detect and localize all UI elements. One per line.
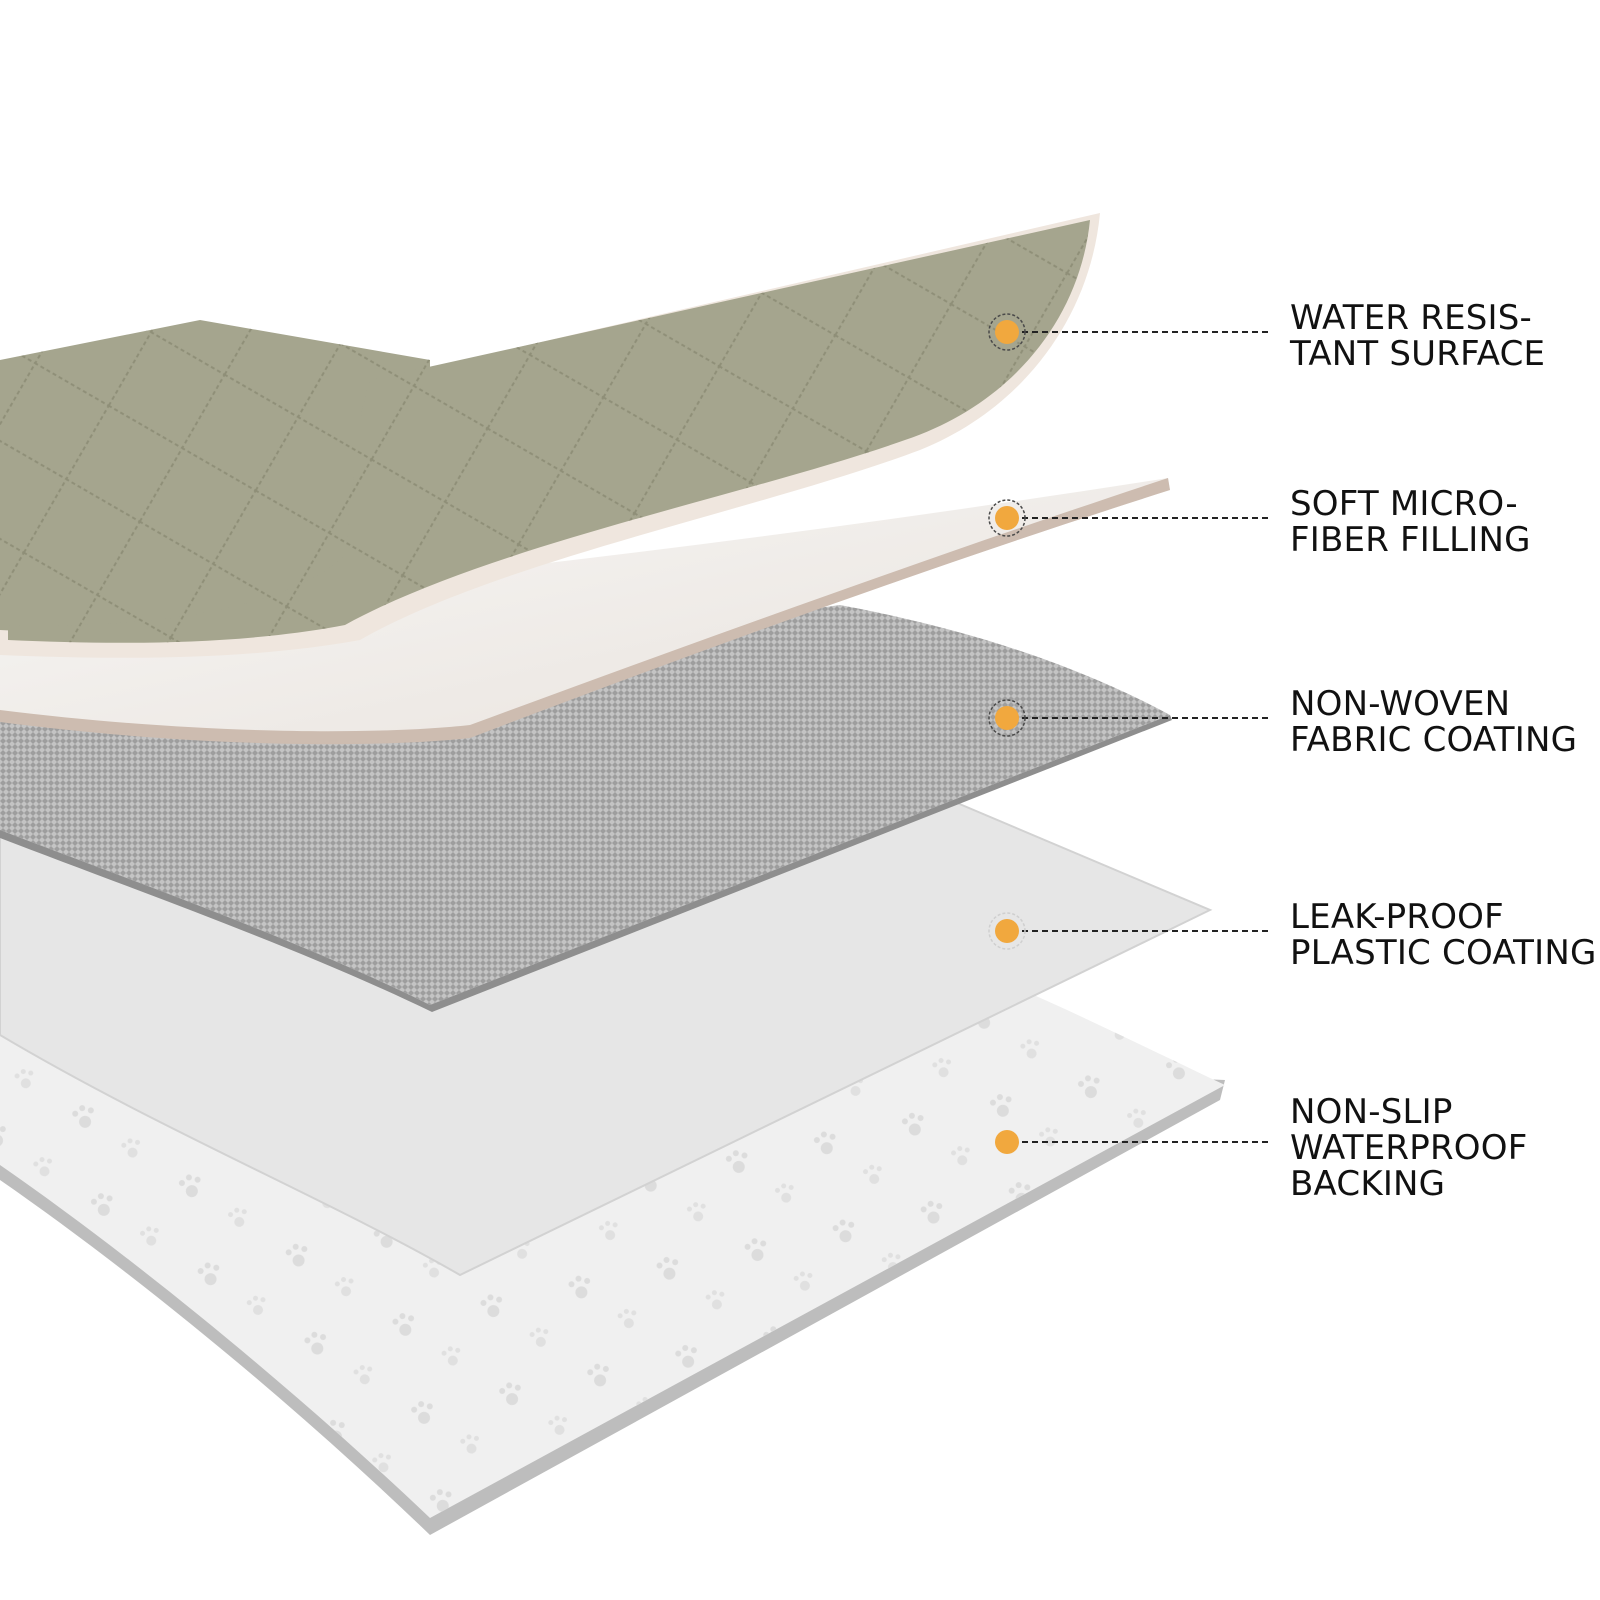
leader-lines [1022,331,1272,1143]
label-non-slip-waterproof-backing: NON-SLIP WATERPROOF BACKING [1290,1092,1528,1204]
label-leak-proof-plastic-coating: LEAK-PROOF PLASTIC COATING [1290,897,1597,973]
label-water-resistant-surface: WATER RESIS- TANT SURFACE [1290,298,1546,374]
markers [988,313,1026,1154]
surface-layer [0,213,1100,658]
marker-plastic [988,912,1026,950]
marker-backing [995,1130,1019,1154]
marker-surface [988,313,1026,351]
filling-layer [0,478,1170,745]
marker-fabric [988,699,1026,737]
label-soft-microfiber-filling: SOFT MICRO- FIBER FILLING [1290,484,1531,560]
marker-filling [988,499,1026,537]
label-non-woven-fabric-coating: NON-WOVEN FABRIC COATING [1290,684,1578,760]
